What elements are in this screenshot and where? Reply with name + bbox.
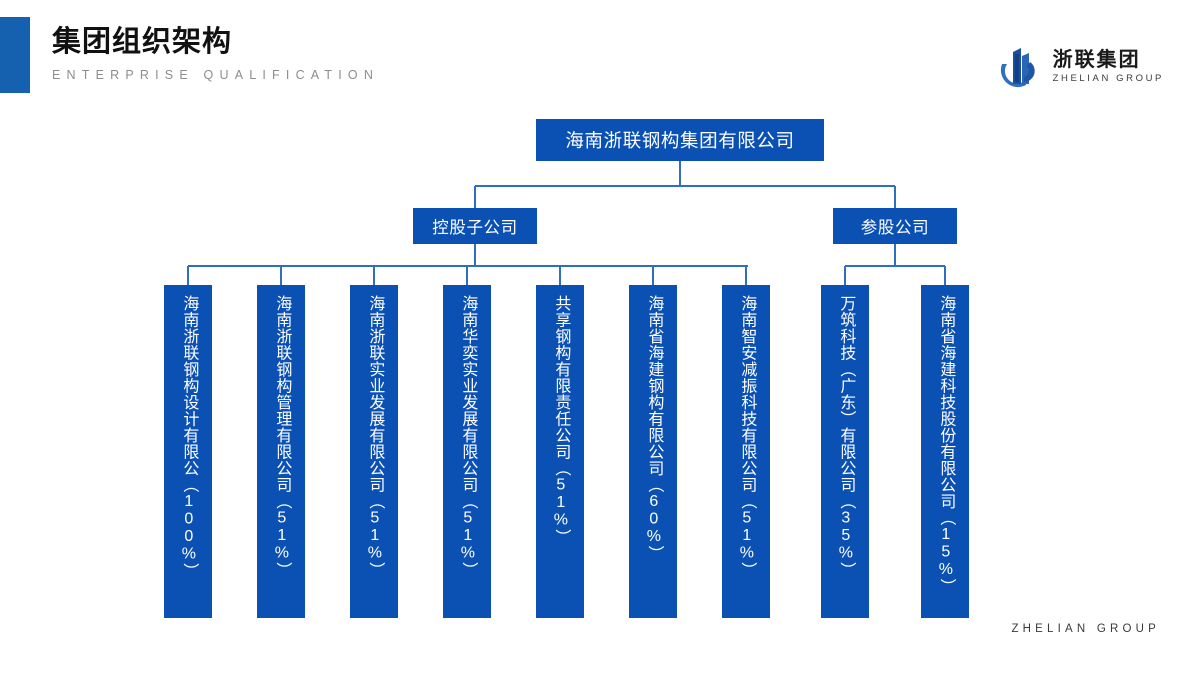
logo-name-cn: 浙联集团 [1052,49,1141,72]
org-leaf-8[interactable]: 万筑科技（广东）有限公司（35%） [821,285,869,618]
logo-name-en: ZHELIAN GROUP [1052,73,1164,85]
org-node-minority-holdings[interactable]: 参股公司 [833,208,957,244]
org-node-root-label: 海南浙联钢构集团有限公司 [565,130,795,151]
org-leaf-4[interactable]: 海南华奕实业发展有限公司（51%） [443,285,491,618]
logo-wordmark: 浙联集团 ZHELIAN GROUP [1053,49,1164,84]
org-node-holding-subsidiaries[interactable]: 控股子公司 [413,208,537,244]
org-leaf-1-label: 海南浙联钢构设计有限公（100%） [180,295,198,580]
org-leaf-3-label: 海南浙联实业发展有限公司（51%） [366,295,384,579]
header-text-block: 集团组织架构 ENTERPRISE QUALIFICATION [52,24,572,82]
org-leaf-3[interactable]: 海南浙联实业发展有限公司（51%） [350,285,398,618]
org-leaf-8-label: 万筑科技（广东）有限公司（35%） [837,295,855,579]
org-leaf-5[interactable]: 共享钢构有限责任公司（51%） [536,285,584,618]
org-leaf-9-label: 海南省海建科技股份有限公司（15%） [937,295,955,595]
org-leaf-9[interactable]: 海南省海建科技股份有限公司（15%） [921,285,969,618]
org-leaf-7[interactable]: 海南智安减振科技有限公司（51%） [722,285,770,618]
footer-watermark: ZHELIAN GROUP [1011,623,1160,635]
building-logo-icon [996,44,1042,90]
brand-logo: 浙联集团 ZHELIAN GROUP [996,44,1164,90]
page-subtitle: ENTERPRISE QUALIFICATION [52,68,380,83]
org-node-minority-holdings-label: 参股公司 [860,219,930,237]
org-node-root[interactable]: 海南浙联钢构集团有限公司 [536,119,824,161]
org-leaf-6-label: 海南省海建钢构有限公司（60%） [645,295,663,562]
org-leaf-1[interactable]: 海南浙联钢构设计有限公（100%） [164,285,212,618]
header-accent-bar [0,17,30,93]
org-leaf-2-label: 海南浙联钢构管理有限公司（51%） [273,295,291,579]
org-leaf-2[interactable]: 海南浙联钢构管理有限公司（51%） [257,285,305,618]
org-node-holding-subsidiaries-label: 控股子公司 [432,219,518,237]
page-title: 集团组织架构 [52,26,233,58]
org-leaf-6[interactable]: 海南省海建钢构有限公司（60%） [629,285,677,618]
org-leaf-4-label: 海南华奕实业发展有限公司（51%） [459,295,477,579]
org-leaf-5-label: 共享钢构有限责任公司（51%） [552,295,570,546]
org-leaf-7-label: 海南智安减振科技有限公司（51%） [738,295,756,579]
